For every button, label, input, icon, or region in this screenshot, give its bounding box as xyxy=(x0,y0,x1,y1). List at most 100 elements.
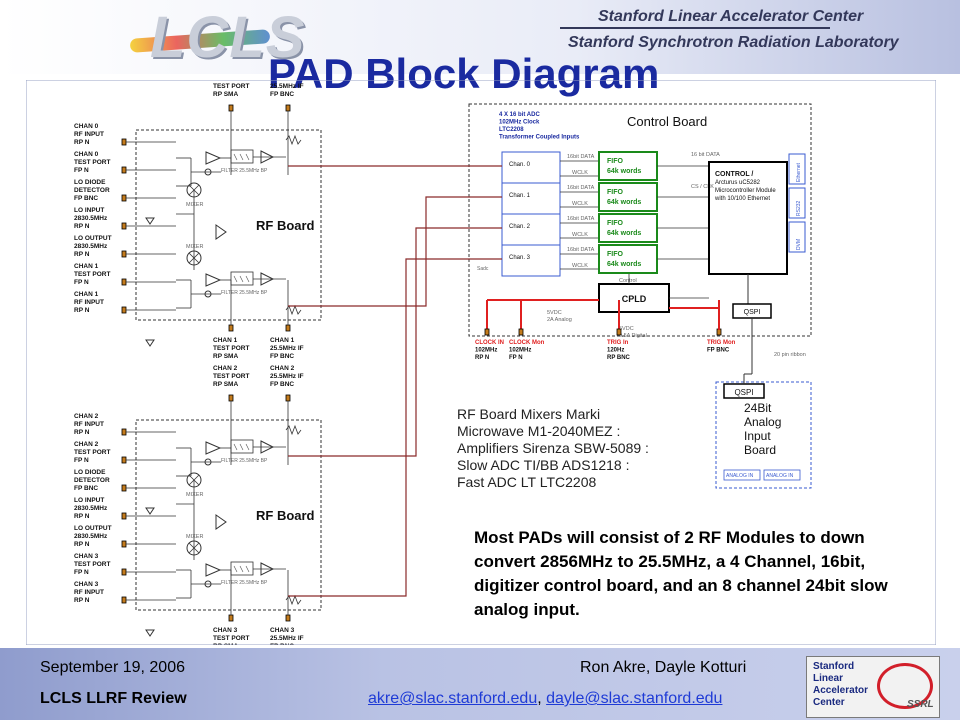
mixer-label: MIXER xyxy=(186,244,203,250)
filter-wave xyxy=(233,153,238,161)
rf-bottom-port-label: FP BNC xyxy=(270,643,294,645)
slac-logo-line: Center xyxy=(813,697,845,708)
bus-label: 16 bit DATA xyxy=(691,152,720,158)
rf-top-port-label: CHAN 2 xyxy=(213,365,238,372)
side-connector-box xyxy=(788,187,806,219)
rf-left-port-label: TEST PORT xyxy=(74,449,111,456)
control-port-label: RP BNC xyxy=(607,355,631,361)
email-link-akre[interactable]: akre@slac.stanford.edu xyxy=(368,690,538,707)
diode-icon xyxy=(145,339,155,347)
amplifier-icon xyxy=(215,224,227,240)
rf-left-connector-icon xyxy=(121,596,127,604)
adc-data-label: 16bit DATA xyxy=(567,247,595,253)
adc-channel-label: Chan. 3 xyxy=(509,255,531,261)
rf-left-port-label: LO OUTPUT xyxy=(74,525,112,532)
filter-icon xyxy=(230,149,254,164)
fifo-label: FIFO xyxy=(607,158,623,165)
fifo-label: 64k words xyxy=(607,230,641,237)
filter-wave xyxy=(233,275,238,283)
rf-left-connector-icon xyxy=(121,306,127,314)
side-connector-box xyxy=(788,153,806,185)
rf-left-port-label: LO INPUT xyxy=(74,207,104,214)
fifo-box xyxy=(598,151,658,181)
rf-bottom-port-label: 25.5MHz IF xyxy=(270,635,304,642)
if-signal-wire xyxy=(288,227,502,457)
rf-top-port-label: 25.5MHz IF xyxy=(270,373,304,380)
rf-left-port-label: CHAN 0 xyxy=(74,151,99,158)
adc-wclk-label: WCLK xyxy=(572,170,588,176)
rf-left-port-label: RF INPUT xyxy=(74,589,104,596)
microcontroller-box xyxy=(708,161,788,275)
control-port-label: CLOCK IN xyxy=(475,340,504,346)
rf-left-port-label: CHAN 0 xyxy=(74,123,99,130)
rf-left-port-label: 2830.5MHz xyxy=(74,533,108,540)
rf-bottom-port-label: RP SMA xyxy=(213,643,238,645)
slac-logo-line: Stanford xyxy=(813,661,855,672)
rf-left-port-label: TEST PORT xyxy=(74,561,111,568)
rf-top-connector-icon xyxy=(285,104,291,112)
rf-left-port-label: 2830.5MHz xyxy=(74,243,108,250)
adc-data-label: 16bit DATA xyxy=(567,185,595,191)
rf-bottom-port-label: CHAN 1 xyxy=(213,337,238,344)
rf-left-port-label: RP N xyxy=(74,513,90,520)
rf-left-port-label: RF INPUT xyxy=(74,131,104,138)
mixer-label: MIXER xyxy=(186,492,203,498)
side-connector-label: Ethernet xyxy=(796,162,802,182)
rf-board-outline xyxy=(135,419,322,611)
adc-note: LTC2208 xyxy=(499,127,524,133)
resistor-icon xyxy=(285,594,302,606)
rf-left-port-label: FP N xyxy=(74,167,89,174)
rf-left-connector-icon xyxy=(121,512,127,520)
footer-emails: akre@slac.stanford.edu, dayle@slac.stanf… xyxy=(368,690,722,708)
rf-top-connector-icon xyxy=(285,394,291,402)
rf-left-port-label: CHAN 2 xyxy=(74,441,99,448)
mixer-label: MIXER xyxy=(186,534,203,540)
analog-input-box xyxy=(723,469,761,481)
fifo-label: FIFO xyxy=(607,189,623,196)
rf-bottom-port-label: CHAN 3 xyxy=(213,627,238,634)
note-line: Slow ADC TI/BB ADS1218 : xyxy=(457,457,630,473)
control-port-label: FP BNC xyxy=(707,348,730,354)
rf-left-port-label: RP N xyxy=(74,429,90,436)
analog-board-label: Analog xyxy=(744,415,781,429)
rf-left-port-label: RP N xyxy=(74,307,90,314)
rf-top-port-label: TEST PORT xyxy=(213,373,250,380)
power-label: 5VDC xyxy=(547,310,562,316)
footer-date: September 19, 2006 xyxy=(40,659,185,676)
fifo-box xyxy=(598,182,658,212)
filter-wave xyxy=(239,443,244,451)
ribbon-label: 20 pin ribbon xyxy=(774,352,806,358)
port-connector-icon xyxy=(484,328,490,336)
rf-left-port-label: LO DIODE xyxy=(74,179,106,186)
resistor-icon xyxy=(285,424,302,436)
slac-logo-line: Accelerator xyxy=(813,685,869,696)
rf-left-port-label: FP N xyxy=(74,569,89,576)
rf-left-port-label: RF INPUT xyxy=(74,299,104,306)
filter-label: FILTER 25.5MHz BP xyxy=(221,168,268,174)
rf-left-port-label: CHAN 3 xyxy=(74,581,99,588)
analog-qspi-label: QSPI xyxy=(734,388,753,397)
email-link-kotturi[interactable]: dayle@slac.stanford.edu xyxy=(546,690,723,707)
page-title: PAD Block Diagram xyxy=(268,50,660,97)
rf-left-connector-icon xyxy=(121,456,127,464)
rf-bottom-port-label: TEST PORT xyxy=(213,345,250,352)
filter-icon xyxy=(230,439,254,454)
rf-top-connector-icon xyxy=(228,104,234,112)
filter-wave xyxy=(233,443,238,451)
rf-bottom-port-label: FP BNC xyxy=(270,353,294,360)
ssrl-ring-icon xyxy=(877,663,933,709)
rf-left-port-label: CHAN 1 xyxy=(74,263,99,270)
side-connector-label: DVM xyxy=(796,239,802,250)
control-port-label: RP N xyxy=(475,355,489,361)
rf-left-connector-icon xyxy=(121,278,127,286)
rf-left-connector-icon xyxy=(121,166,127,174)
rf-left-port-label: DETECTOR xyxy=(74,477,110,484)
org-name-slac: Stanford Linear Accelerator Center xyxy=(598,8,864,25)
mcu-label: with 10/100 Ethernet xyxy=(714,196,770,202)
rf-top-port-label: TEST PORT xyxy=(213,83,250,90)
rf-board-outline xyxy=(135,129,322,321)
adc-channel-label: Chan. 0 xyxy=(509,162,531,168)
rf-left-connector-icon xyxy=(121,540,127,548)
rf-left-port-label: CHAN 1 xyxy=(74,291,99,298)
analog-board-label: 24Bit xyxy=(744,401,772,415)
